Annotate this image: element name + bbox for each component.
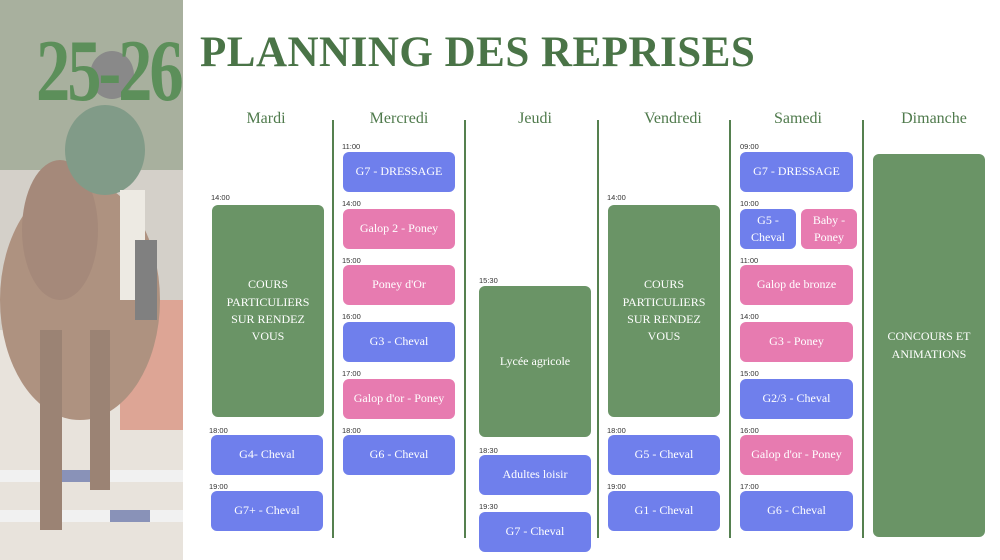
slot-time: 15:00 [740,369,759,378]
slot-mercredi-galop-dor-poney[interactable]: Galop d'or - Poney [343,379,455,419]
slot-time: 14:00 [607,193,626,202]
rider-jumping-photo [0,0,183,560]
slot-time: 17:00 [342,369,361,378]
slot-time: 19:30 [479,502,498,511]
slot-samedi-baby-poney[interactable]: Baby - Poney [801,209,857,249]
slot-samedi-g5-cheval[interactable]: G5 - Cheval [740,209,796,249]
slot-time: 15:30 [479,276,498,285]
slot-jeudi-adultes-loisir[interactable]: Adultes loisir [479,455,591,495]
slot-time: 18:00 [342,426,361,435]
slot-mardi-g7plus-cheval[interactable]: G7+ - Cheval [211,491,323,531]
day-header-dimanche: Dimanche [901,110,967,127]
slot-dimanche-concours-animations[interactable]: CONCOURS ET ANIMATIONS [873,154,985,537]
slot-time: 14:00 [740,312,759,321]
slot-time: 09:00 [740,142,759,151]
slot-time: 15:00 [342,256,361,265]
slot-vendredi-g5-cheval[interactable]: G5 - Cheval [608,435,720,475]
slot-time: 14:00 [211,193,230,202]
slot-samedi-galop-de-bronze[interactable]: Galop de bronze [740,265,853,305]
slot-samedi-galop-dor-poney[interactable]: Galop d'or - Poney [740,435,853,475]
day-header-vendredi: Vendredi [644,110,702,127]
slot-time: 17:00 [740,482,759,491]
slot-mercredi-g7-dressage[interactable]: G7 - DRESSAGE [343,152,455,192]
slot-time: 18:30 [479,446,498,455]
season-label: 25-26 [36,23,184,120]
slot-mercredi-poney-dor[interactable]: Poney d'Or [343,265,455,305]
slot-mercredi-g6-cheval[interactable]: G6 - Cheval [343,435,455,475]
slot-time: 19:00 [607,482,626,491]
slot-mercredi-g3-cheval[interactable]: G3 - Cheval [343,322,455,362]
slot-jeudi-lycee-agricole[interactable]: Lycée agricole [479,286,591,437]
day-header-mercredi: Mercredi [369,110,429,127]
column-divider [464,120,466,538]
slot-samedi-g6-cheval[interactable]: G6 - Cheval [740,491,853,531]
slot-vendredi-cours-particuliers[interactable]: COURS PARTICULIERS SUR RENDEZ VOUS [608,205,720,417]
slot-jeudi-g7-cheval[interactable]: G7 - Cheval [479,512,591,552]
slot-mercredi-galop2-poney[interactable]: Galop 2 - Poney [343,209,455,249]
day-header-samedi: Samedi [774,110,822,127]
slot-samedi-g7-dressage[interactable]: G7 - DRESSAGE [740,152,853,192]
column-divider [597,120,599,538]
slot-time: 18:00 [209,426,228,435]
slot-vendredi-g1-cheval[interactable]: G1 - Cheval [608,491,720,531]
slot-samedi-g2-3-cheval[interactable]: G2/3 - Cheval [740,379,853,419]
slot-time: 11:00 [740,256,759,265]
slot-time: 16:00 [342,312,361,321]
column-divider [729,120,731,538]
page-title: PLANNING DES REPRISES [200,29,756,76]
column-divider [862,120,864,538]
slot-time: 16:00 [740,426,759,435]
slot-mardi-g4-cheval[interactable]: G4- Cheval [211,435,323,475]
day-header-mardi: Mardi [246,110,286,127]
slot-time: 14:00 [342,199,361,208]
slot-time: 19:00 [209,482,228,491]
slot-mardi-cours-particuliers[interactable]: COURS PARTICULIERS SUR RENDEZ VOUS [212,205,324,417]
day-header-jeudi: Jeudi [518,110,552,127]
slot-time: 10:00 [740,199,759,208]
column-divider [332,120,334,538]
slot-time: 11:00 [342,142,361,151]
slot-samedi-g3-poney[interactable]: G3 - Poney [740,322,853,362]
slot-time: 18:00 [607,426,626,435]
